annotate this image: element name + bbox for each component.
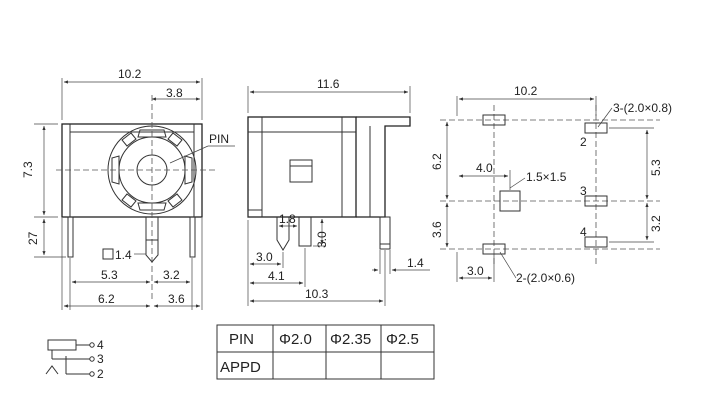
pad-2-label: 2 [580,135,587,149]
pcb-width-dim: 10.2 [514,84,538,98]
side-pin-mid [298,217,312,247]
table-row-label: APPD [220,359,261,376]
schematic-symbol: 4 3 2 [45,338,104,381]
front-bottom-left-dim: 5.3 [101,268,118,282]
side-pin-height-dim: 3.0 [315,231,329,248]
pad-2 [584,122,608,134]
pad-center [499,190,521,212]
pcb-right-upper-dim: 5.3 [649,159,663,176]
pin-box-dim: 1.4 [115,248,132,262]
pad-3-label: 3 [580,184,587,198]
front-pin-right [189,216,196,258]
side-gap-dim: 1.8 [279,212,296,226]
side-body-outline [247,116,357,218]
side-offset-1-dim: 3.0 [256,250,273,264]
pad-3 [584,195,608,207]
front-body-outline [61,123,203,218]
pcb-slot-note-bottom: 2-(2.0×0.6) [516,271,575,285]
pcb-bottom-offset-dim: 3.0 [467,264,484,278]
pcb-right-lower-dim: 3.2 [649,215,663,232]
front-outer-right-dim: 3.6 [168,292,185,306]
pcb-layout: 10.2 3-(2.0×0.8) 2 3 4 6.2 3.6 4.0 1.5×1… [430,84,672,285]
pad-bottom-left [482,243,506,255]
pcb-offset-x-dim: 4.0 [476,161,493,175]
front-pin-height-dim: 27 [26,231,40,245]
pin-square-symbol [102,248,114,260]
front-pin-center [145,217,159,263]
pcb-upper-height-dim: 6.2 [430,153,444,170]
front-outer-left-dim: 6.2 [98,292,115,306]
side-pin-right [379,216,391,250]
pad-top-left [482,114,506,126]
side-pin-left [276,217,290,251]
front-pin-left [67,216,74,258]
side-pin-width-dim: 1.4 [407,256,424,270]
table-header-pin: PIN [229,331,254,348]
front-height-dim: 7.3 [21,161,35,178]
side-offset-2-dim: 4.1 [268,269,285,283]
pcb-lower-height-dim: 3.6 [430,221,444,238]
pin-label: PIN [209,132,229,146]
schematic-pin-4: 4 [97,338,104,352]
pcb-center-pad-dim: 1.5×1.5 [526,170,567,184]
side-bottom-length-dim: 10.3 [305,287,329,301]
schematic-pin-2: 2 [97,367,104,381]
front-view: PIN 10.2 3.8 7.3 27 1.4 5.3 3.2 [21,67,235,310]
pcb-slot-note-top: 3-(2.0×0.8) [613,101,672,115]
pin-table: PIN Φ2.0 Φ2.35 Φ2.5 APPD [216,324,435,380]
front-bottom-right-dim: 3.2 [163,268,180,282]
table-header-phi-2-5: Φ2.5 [386,331,419,348]
table-header-phi-2-35: Φ2.35 [330,331,371,348]
front-width-dim: 10.2 [118,67,142,81]
pad-4-label: 4 [580,225,587,239]
pad-4 [584,236,608,248]
schematic-pin-3: 3 [97,352,104,366]
plug-symbol [47,339,77,351]
side-window [289,159,313,183]
table-header-phi-2-0: Φ2.0 [279,331,312,348]
front-offset-dim: 3.8 [166,86,183,100]
side-view: 11.6 1.8 3.0 3.0 4.1 10.3 1.4 [247,77,430,306]
side-length-dim: 11.6 [317,77,340,91]
